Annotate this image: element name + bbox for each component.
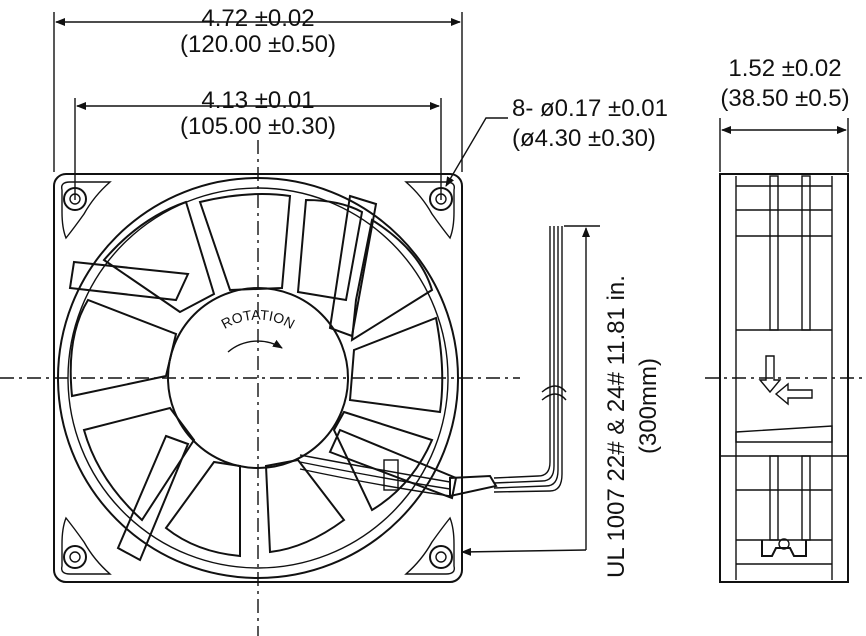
fan-frame — [53, 173, 463, 583]
overall-width-dimension: 4.72 ±0.02 (120.00 ±0.50) — [53, 5, 463, 172]
overall-width-inch: 4.72 ±0.02 — [201, 5, 314, 32]
fan-side-view — [719, 173, 849, 583]
hub-rotation-label: ROTATION — [218, 306, 297, 331]
mounting-holes — [63, 187, 453, 569]
corner-lug-top-left — [60, 181, 112, 240]
lead-wire-mm: (300mm) — [635, 358, 662, 454]
corner-lug-bottom-right — [404, 516, 456, 575]
cable-clip — [761, 540, 807, 557]
depth-inch: 1.52 ±0.02 — [728, 55, 841, 82]
rotation-arrow — [227, 339, 283, 353]
venturi-inner — [67, 187, 449, 569]
fan-blades — [69, 193, 444, 558]
corner-lug-bottom-left — [60, 516, 112, 575]
fan-front-view: ROTATION — [53, 173, 600, 583]
rotation-direction-arrow-icon — [774, 382, 813, 406]
lead-wire-spec: UL 1007 22# & 24# 11.81 in. — [603, 275, 630, 578]
depth-mm: (38.50 ±0.5) — [720, 85, 849, 112]
hole-spacing-mm: (105.00 ±0.30) — [180, 113, 336, 140]
corner-lug-top-right — [404, 181, 456, 240]
holes-inch: 8- ø0.17 ±0.01 — [512, 95, 668, 122]
depth-dimension: 1.52 ±0.02 (38.50 ±0.5) — [719, 55, 850, 172]
hole-spacing-dimension: 4.13 ±0.01 (105.00 ±0.30) — [74, 87, 442, 200]
venturi-outer — [57, 177, 459, 579]
side-frame — [719, 173, 849, 583]
fan-struts — [68, 194, 458, 562]
holes-callout: 8- ø0.17 ±0.01 (ø4.30 ±0.30) — [445, 95, 668, 187]
overall-width-mm: (120.00 ±0.50) — [180, 31, 336, 58]
hole-spacing-inch: 4.13 ±0.01 — [201, 87, 314, 114]
lead-length-dimension — [461, 225, 600, 556]
airflow-arrow-icon — [758, 355, 782, 394]
fan-hub — [167, 287, 349, 469]
lead-wire-cable — [299, 226, 567, 498]
holes-mm: (ø4.30 ±0.30) — [512, 125, 656, 152]
